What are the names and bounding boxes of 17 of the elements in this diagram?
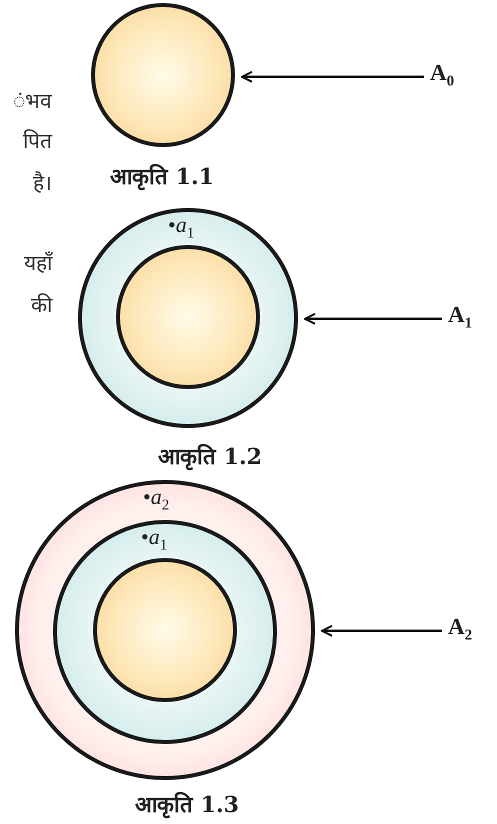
- text-fragment: की: [31, 292, 52, 318]
- point-label: •a$_{2}$: [143, 486, 170, 514]
- arrow: [304, 312, 442, 325]
- text-fragment: है।: [33, 170, 52, 196]
- figure-caption: आकृति 1.1: [110, 162, 214, 190]
- area-label: A$_{1}$: [448, 302, 472, 333]
- figure-caption: आकृति 1.2: [158, 442, 262, 470]
- text-fragment: ंभव: [13, 88, 52, 114]
- area-label: A$_{2}$: [448, 614, 472, 645]
- text-fragment: यहाँ: [24, 250, 52, 276]
- text-fragment: पित: [23, 128, 52, 154]
- arrow: [240, 70, 424, 83]
- point-label: •a$_{1}$: [141, 526, 168, 554]
- figure-caption: आकृति 1.3: [135, 790, 239, 818]
- point-label: •a$_{1}$: [168, 214, 194, 242]
- area-label: A$_{0}$: [430, 60, 454, 91]
- arrow: [321, 624, 442, 637]
